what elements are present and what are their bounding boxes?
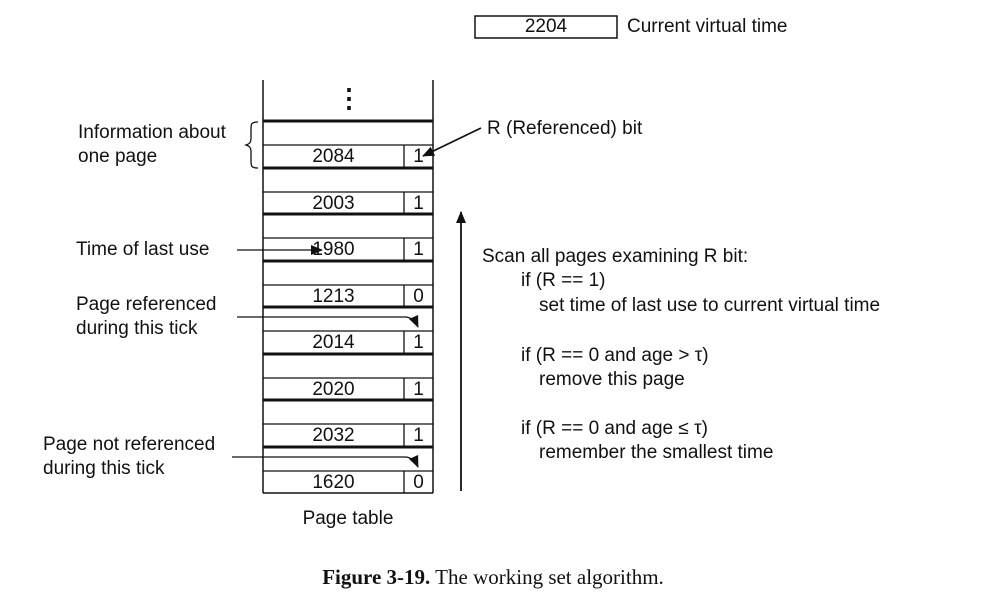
r-bit-label: R (Referenced) bit	[487, 118, 643, 139]
table-ellipsis: ⋮	[336, 83, 362, 113]
page-time-cell: 1213	[312, 286, 355, 307]
algorithm-line7: remember the smallest time	[539, 442, 774, 463]
entry-separators	[263, 119, 433, 449]
page-time-cell: 2084	[312, 146, 355, 167]
page-r-bit-cell: 0	[413, 286, 424, 307]
info-label-line2: one page	[78, 146, 158, 167]
page-time-cell: 2003	[312, 193, 355, 214]
page-time-cell: 2020	[312, 379, 355, 400]
algorithm-line2: if (R == 1)	[521, 270, 606, 291]
figure-caption: Figure 3-19. The working set algorithm.	[0, 565, 986, 590]
info-label-line1: Information about	[78, 122, 226, 143]
page-r-bit-cell: 0	[413, 472, 424, 493]
row-dividers	[263, 144, 433, 472]
figure-number: Figure 3-19.	[322, 565, 431, 589]
current-time-box	[474, 15, 618, 39]
page-table-caption: Page table	[302, 508, 394, 529]
page-not-referenced-label-line2: during this tick	[43, 458, 165, 479]
page-r-bit-cell: 1	[413, 332, 424, 353]
algorithm-line5: remove this page	[539, 369, 685, 390]
algorithm-line6: if (R == 0 and age ≤ τ)	[521, 418, 708, 439]
algorithm-line3: set time of last use to current virtual …	[539, 295, 881, 316]
page-r-bit-cell: 1	[413, 193, 424, 214]
page-referenced-label-line1: Page referenced	[76, 294, 217, 315]
figure-title: The working set algorithm.	[435, 565, 664, 589]
page-not-referenced-arrow	[232, 454, 419, 468]
page-time-cell: 2032	[312, 425, 355, 446]
page-referenced-label-line2: during this tick	[76, 318, 198, 339]
page-not-referenced-label-line1: Page not referenced	[43, 434, 216, 455]
page-r-bit-cell: 1	[413, 239, 424, 260]
page-time-cell: 1620	[312, 472, 355, 493]
current-time-value: 2204	[524, 16, 568, 37]
page-time-cell: 1980	[312, 239, 355, 260]
info-brace	[243, 121, 259, 169]
r-bit-arrow	[422, 127, 482, 157]
page-r-bit-cell: 1	[413, 146, 424, 167]
time-last-use-label: Time of last use	[76, 239, 210, 260]
page-r-bit-cell: 1	[413, 379, 424, 400]
page-time-cell: 2014	[312, 332, 355, 353]
page-r-bit-cell: 1	[413, 425, 424, 446]
page-referenced-arrow	[237, 314, 419, 328]
algorithm-line4: if (R == 0 and age > τ)	[521, 345, 709, 366]
current-time-label: Current virtual time	[627, 16, 788, 37]
algorithm-line1: Scan all pages examining R bit:	[482, 246, 749, 267]
